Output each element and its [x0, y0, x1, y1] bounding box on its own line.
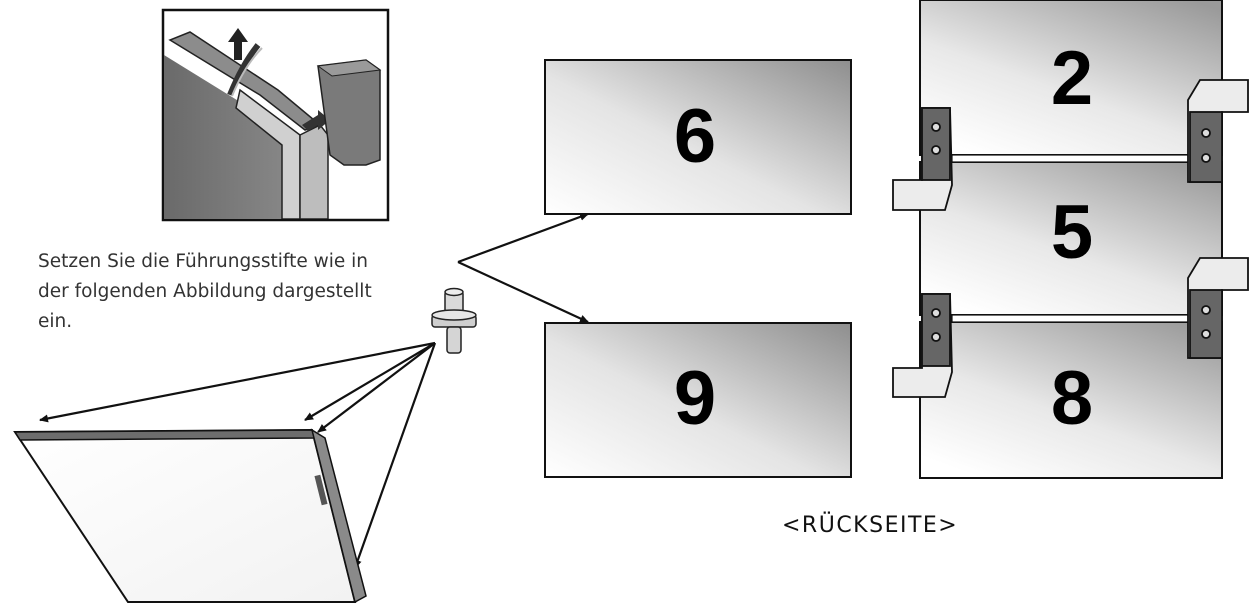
instruction-text: Setzen Sie die Führungsstifte wie in der… — [38, 247, 448, 337]
guide-pin-icon — [431, 287, 477, 354]
rear-side-caption: <RÜCKSEITE> — [782, 513, 959, 538]
bracket-right-upper — [1187, 79, 1249, 183]
panel-2 — [919, 0, 1223, 156]
panel-6-label: 6 — [674, 94, 716, 179]
left-panel-column — [544, 59, 852, 478]
bracket-left-lower — [892, 293, 953, 398]
arrows-pin-to-tv — [39, 341, 437, 569]
panel-2-label: 2 — [1051, 36, 1093, 121]
panel-5 — [919, 161, 1223, 316]
arrows-pin-to-panels — [457, 212, 589, 323]
instruction-line-3: ein. — [38, 311, 73, 332]
right-panel-column — [919, 0, 1223, 479]
arrow-up-icon — [228, 28, 248, 60]
instruction-line-2: der folgenden Abbildung dargestellt — [38, 281, 372, 302]
panel-6 — [544, 59, 852, 215]
tv-panel-illustration — [13, 428, 367, 604]
panel-5-label: 5 — [1051, 190, 1093, 275]
edge-tape-detail-inset — [161, 8, 390, 222]
panel-9 — [544, 322, 852, 478]
panel-9-label: 9 — [674, 356, 716, 441]
bracket-left-upper — [892, 107, 953, 211]
bracket-right-lower — [1187, 257, 1249, 359]
panel-8-label: 8 — [1051, 356, 1093, 441]
panel-8 — [919, 321, 1223, 479]
instruction-line-1: Setzen Sie die Führungsstifte wie in — [38, 251, 369, 272]
arrow-right-icon — [302, 110, 330, 131]
